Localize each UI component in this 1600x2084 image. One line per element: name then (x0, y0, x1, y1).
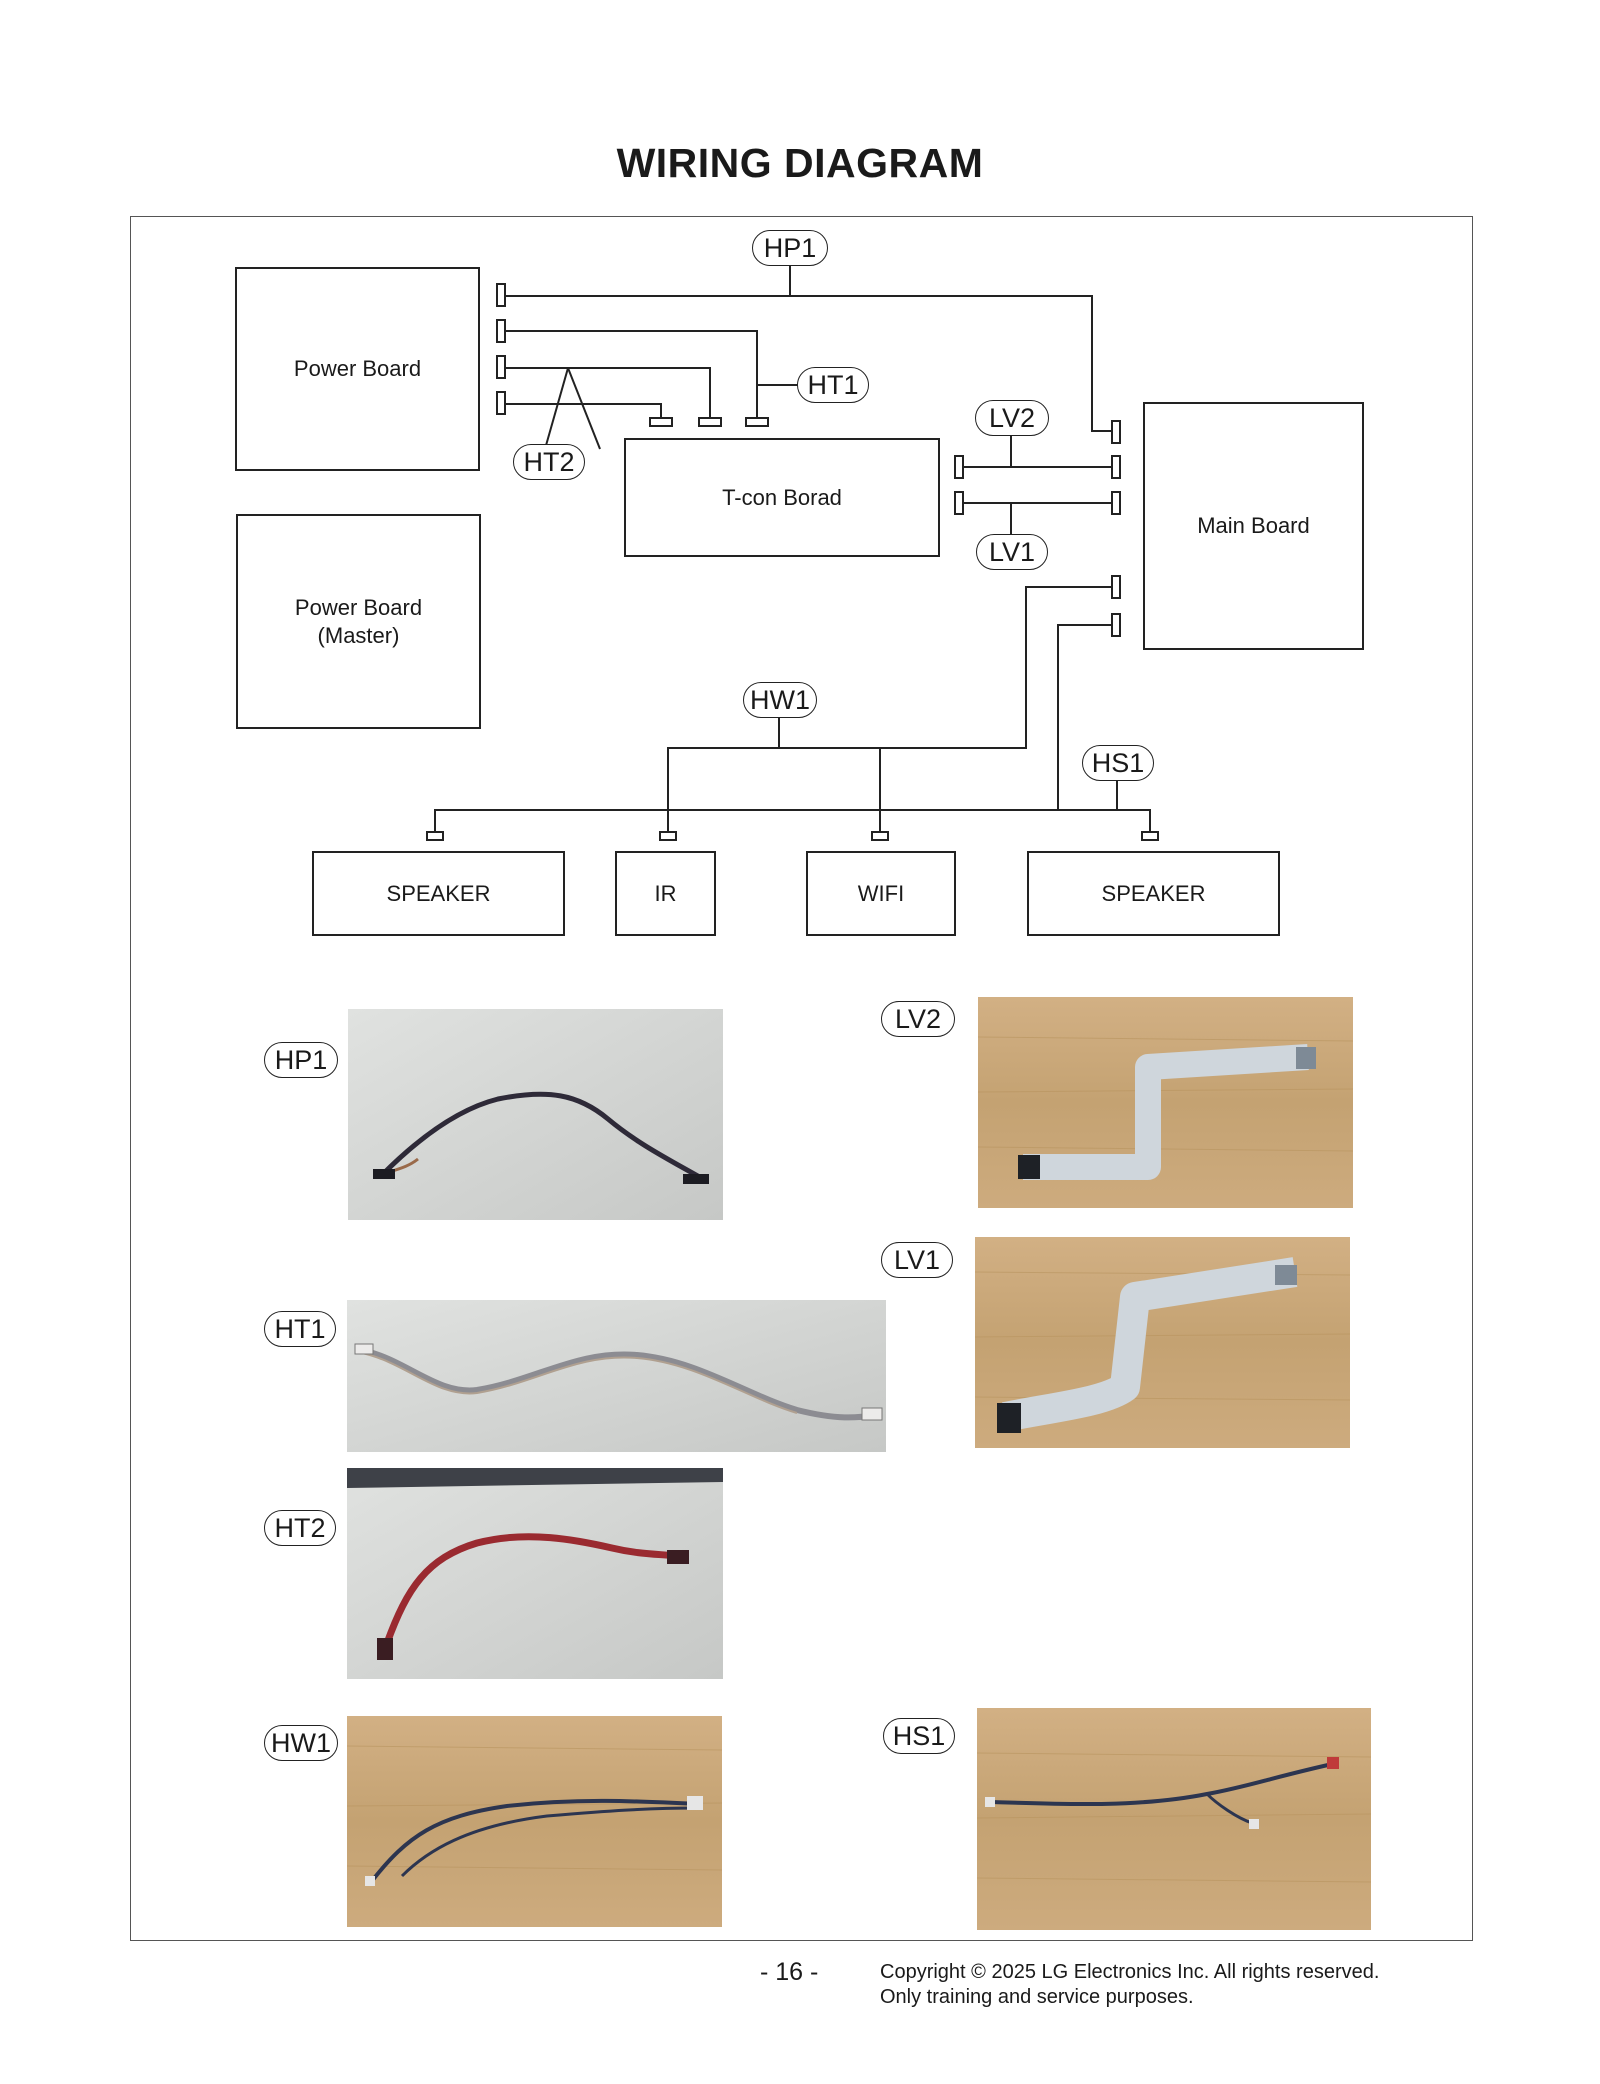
power-board-master-block: Power Board (Master) (236, 514, 481, 729)
photo-tag-hs1: HS1 (883, 1718, 955, 1754)
wifi-block: WIFI (806, 851, 956, 936)
cable-tag-ht1: HT1 (797, 367, 869, 403)
cable-tag-hp1: HP1 (752, 230, 828, 266)
photo-hw1-cable (347, 1716, 722, 1927)
photo-tag-lv1: LV1 (881, 1242, 953, 1278)
speaker-left-block: SPEAKER (312, 851, 565, 936)
page-number: - 16 - (760, 1958, 819, 1986)
power-board-block: Power Board (235, 267, 480, 471)
cable-tag-lv2: LV2 (975, 400, 1049, 436)
speaker-right-block: SPEAKER (1027, 851, 1280, 936)
photo-lv2-cable (978, 997, 1353, 1208)
page-title: WIRING DIAGRAM (616, 140, 984, 186)
copyright-notice: Copyright © 2025 LG Electronics Inc. All… (880, 1960, 1379, 2010)
diagram-frame (130, 216, 1473, 1941)
wiring-lines (426, 264, 1159, 841)
cable-tag-ht2: HT2 (513, 444, 585, 480)
photo-tag-ht1: HT1 (264, 1311, 336, 1347)
photo-tag-ht2: HT2 (264, 1510, 336, 1546)
photo-tag-hw1: HW1 (264, 1725, 338, 1761)
photo-tag-lv2: LV2 (881, 1001, 955, 1037)
photo-ht1-cable (347, 1300, 886, 1452)
tcon-board-block: T-con Borad (624, 438, 940, 557)
cable-tag-hw1: HW1 (743, 682, 817, 718)
photo-lv1-cable (975, 1237, 1350, 1448)
photo-hp1-cable (348, 1009, 723, 1220)
cable-tag-lv1: LV1 (976, 534, 1048, 570)
main-board-block: Main Board (1143, 402, 1364, 650)
photo-tag-hp1: HP1 (264, 1042, 338, 1078)
cable-tag-hs1: HS1 (1082, 745, 1154, 781)
ir-block: IR (615, 851, 716, 936)
copyright-line-1: Copyright © 2025 LG Electronics Inc. All… (880, 1961, 1380, 1983)
photo-hs1-cable (977, 1708, 1371, 1930)
photo-ht2-cable (347, 1468, 723, 1679)
copyright-line-2: Only training and service purposes. (880, 1986, 1194, 2008)
